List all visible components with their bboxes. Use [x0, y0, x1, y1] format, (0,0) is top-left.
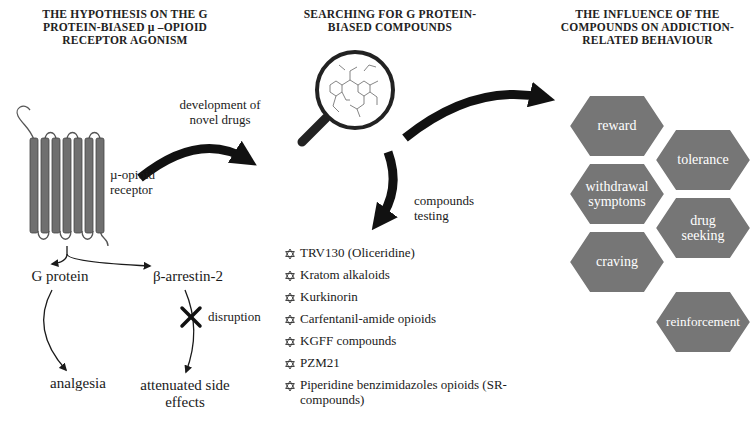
compound-item: KGFF compounds — [300, 334, 515, 349]
behaviour-label: reward — [598, 118, 637, 133]
list-bullets — [286, 249, 295, 391]
arrow-label: compounds testing — [414, 194, 494, 224]
arrow-label: disruption — [208, 310, 288, 325]
compound-item: Piperidine benzimidazoles opioids (SR-co… — [300, 378, 512, 408]
behaviour-hexagon: withdrawal symptoms — [568, 162, 666, 226]
outcome-label: attenuated side effects — [125, 377, 245, 412]
compound-item: Kratom alkaloids — [300, 268, 515, 283]
behaviour-label: drug seeking — [668, 213, 738, 244]
behaviour-hexagon: reward — [568, 94, 666, 158]
compound-item: Carfentanil-amide opioids — [300, 312, 515, 327]
behaviour-hexagon: tolerance — [654, 128, 752, 192]
behaviour-hexagon: drug seeking — [654, 196, 752, 260]
compound-item: PZM21 — [300, 356, 515, 371]
receptor-illustration — [17, 106, 108, 246]
behaviour-label: craving — [596, 254, 638, 269]
behaviour-label: withdrawal symptoms — [582, 179, 652, 210]
pathway-label: β-arrestin-2 — [138, 268, 238, 285]
disruption-cross — [182, 308, 200, 326]
pathway-label: G protein — [15, 268, 105, 285]
behaviour-label: reinforcement — [666, 315, 740, 330]
compound-item: TRV130 (Oliceridine) — [300, 246, 515, 261]
behaviour-hexagon: craving — [568, 230, 666, 294]
behaviour-label: tolerance — [677, 152, 728, 167]
column-heading: THE INFLUENCE OF THE COMPOUNDS ON ADDICT… — [545, 8, 750, 48]
pathway-arrows — [44, 246, 194, 372]
arrow-label: development of novel drugs — [165, 98, 275, 128]
outcome-label: analgesia — [28, 375, 128, 392]
magnifier-icon — [302, 52, 393, 142]
compound-item: Kurkinorin — [300, 290, 515, 305]
column-heading: SEARCHING FOR G PROTEIN-BIASED COMPOUNDS — [290, 8, 490, 34]
receptor-label: µ-opioid receptor — [110, 168, 172, 198]
behaviour-hexagon: reinforcement — [654, 290, 752, 354]
column-heading: THE HYPOTHESIS ON THE G PROTEIN-BIASED µ… — [15, 8, 235, 48]
